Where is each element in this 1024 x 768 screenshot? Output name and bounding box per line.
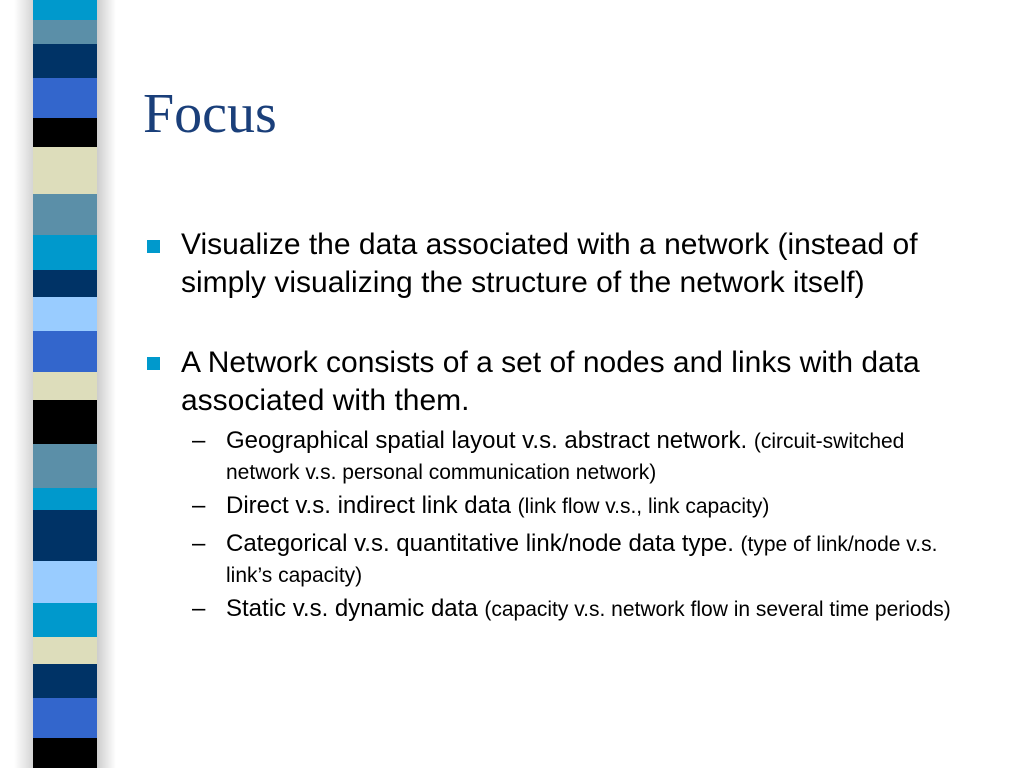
decorative-stripe [33, 0, 97, 768]
sub-bullet-text: Direct v.s. indirect link data [226, 492, 511, 519]
sub-bullet: Static v.s. dynamic data (capacity v.s. … [226, 594, 956, 625]
stripe-band [33, 664, 97, 698]
stripe-band [33, 147, 97, 194]
sub-bullet-note: (type of link/node v.s. link’s capacity) [226, 533, 938, 587]
bullet-text: A Network consists of a set of nodes and… [181, 346, 920, 417]
stripe-band [33, 118, 97, 147]
sub-bullet-text: Static v.s. dynamic data [226, 595, 478, 622]
stripe-band [33, 235, 97, 270]
sub-bullet-text: Geographical spatial layout v.s. abstrac… [226, 427, 748, 454]
stripe-band [33, 738, 97, 768]
stripe-band [33, 331, 97, 372]
bullet-square-icon [147, 240, 160, 253]
stripe-band [33, 444, 97, 488]
stripe-band [33, 637, 97, 664]
stripe-band [33, 698, 97, 738]
stripe-band [33, 78, 97, 118]
sub-bullet: Geographical spatial layout v.s. abstrac… [226, 426, 956, 488]
sub-bullet-note: (capacity v.s. network flow in several t… [484, 598, 951, 621]
dash-icon: – [192, 492, 206, 519]
slide-title: Focus [143, 83, 277, 145]
stripe-band [33, 510, 97, 561]
dash-icon: – [192, 427, 206, 454]
bullet-text: Visualize the data associated with a net… [181, 228, 918, 299]
stripe-band [33, 561, 97, 603]
stripe-band [33, 0, 97, 20]
dash-icon: – [192, 595, 206, 622]
stripe-band [33, 400, 97, 444]
sub-bullet-note: (circuit-switched network v.s. personal … [226, 430, 905, 484]
dash-icon: – [192, 530, 206, 557]
sub-bullet: Categorical v.s. quantitative link/node … [226, 529, 956, 591]
stripe-band [33, 372, 97, 400]
sub-bullet: Direct v.s. indirect link data (link flo… [226, 491, 956, 522]
stripe-band [33, 194, 97, 235]
sub-bullet-text: Categorical v.s. quantitative link/node … [226, 530, 734, 557]
stripe-band [33, 270, 97, 297]
stripe-band [33, 20, 97, 44]
bullet-square-icon [147, 357, 160, 370]
stripe-band [33, 488, 97, 510]
stripe-band [33, 297, 97, 331]
stripe-band [33, 44, 97, 78]
sub-bullet-note: (link flow v.s., link capacity) [517, 495, 770, 518]
stripe-band [33, 603, 97, 637]
